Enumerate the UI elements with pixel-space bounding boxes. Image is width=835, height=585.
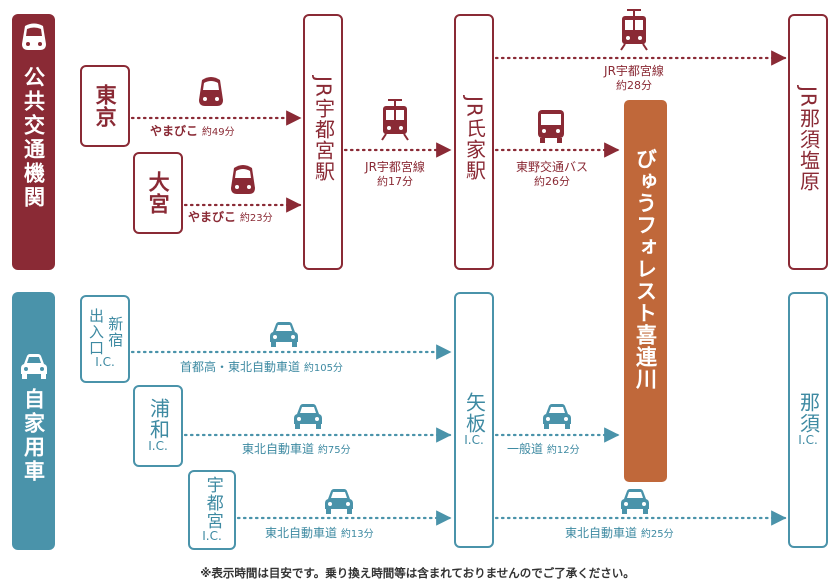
- car-icon: [294, 404, 322, 429]
- car-icon: [270, 322, 298, 347]
- station-omiya-label: 大宮: [146, 171, 171, 215]
- route-time: 約49分: [201, 127, 235, 138]
- route-label-shinjuku: 首都高・東北自動車道 約105分: [180, 360, 343, 376]
- shinkansen-icon: [21, 23, 46, 50]
- station-jr-utsunomiya: JR宇都宮駅: [303, 14, 343, 270]
- route-time: 約75分: [317, 445, 351, 456]
- ic-utsunomiya-label: 宇都宮: [202, 476, 223, 531]
- footnote: ※表示時間は目安です。乗り換え時間等は含まれておりませんのでご了承ください。: [200, 566, 635, 580]
- station-tokyo: 東京: [80, 65, 130, 147]
- station-jr-ujiie-label: JR氏家駅: [462, 96, 487, 181]
- ic-yaita-suffix: I.C.: [464, 433, 484, 448]
- ic-shinjuku: 新宿 出入口 I.C.: [80, 295, 130, 383]
- route-label-tokyo: やまびこ 約49分: [150, 124, 235, 140]
- route-name: やまびこ: [150, 124, 199, 138]
- car-icon: [543, 404, 571, 429]
- station-jr-nasushiobara-label: JR那須塩原: [796, 86, 821, 192]
- route-label-bus: 東野交通バス 約26分: [502, 160, 602, 189]
- shinkansen-icon: [199, 77, 223, 106]
- destination-bar: びゅうフォレスト喜連川: [624, 100, 667, 482]
- route-time: 約105分: [303, 363, 343, 374]
- ic-nasu-label: 那須: [796, 392, 821, 435]
- ic-urawa-label: 浦和: [146, 398, 171, 441]
- route-label-yaita: 一般道 約12分: [507, 442, 580, 458]
- category-public-label: 公共交通機関: [21, 66, 46, 210]
- station-jr-utsunomiya-label: JR宇都宮駅: [311, 76, 336, 182]
- station-omiya: 大宮: [133, 152, 183, 234]
- route-label-nasu: 東北自動車道 約25分: [565, 526, 674, 542]
- bus-icon: [538, 110, 564, 143]
- station-jr-ujiie: JR氏家駅: [454, 14, 494, 270]
- route-label-utsunomiya: JR宇都宮線 約17分: [350, 160, 440, 189]
- category-private-car: 自家用車: [12, 292, 55, 550]
- ic-yaita: 矢板 I.C.: [454, 292, 494, 548]
- ic-urawa: 浦和 I.C.: [133, 385, 183, 467]
- ic-yaita-label: 矢板: [462, 392, 487, 435]
- station-jr-nasushiobara: JR那須塩原: [788, 14, 828, 270]
- route-time: 約26分: [534, 175, 570, 188]
- route-name: 東野交通バス: [515, 160, 588, 174]
- route-name: 一般道: [507, 442, 544, 456]
- route-label-nasushiobara: JR宇都宮線 約28分: [584, 64, 684, 93]
- route-name: やまびこ: [188, 210, 237, 224]
- route-name: JR宇都宮線: [604, 64, 664, 78]
- route-time: 約13分: [340, 529, 374, 540]
- route-time: 約25分: [640, 529, 674, 540]
- category-public-transport: 公共交通機関: [12, 14, 55, 270]
- destination-label: びゅうフォレスト喜連川: [633, 148, 658, 390]
- route-time: 約17分: [377, 175, 413, 188]
- car-icon: [20, 354, 47, 379]
- route-time: 約23分: [239, 213, 273, 224]
- ic-shinjuku-suffix: I.C.: [95, 355, 115, 370]
- car-icon: [621, 489, 649, 514]
- ic-urawa-suffix: I.C.: [148, 439, 168, 454]
- route-name: JR宇都宮線: [365, 160, 425, 174]
- train-icon: [620, 9, 648, 51]
- shinkansen-icon: [231, 165, 255, 194]
- car-icon: [325, 489, 353, 514]
- category-car-label: 自家用車: [21, 388, 46, 484]
- ic-nasu: 那須 I.C.: [788, 292, 828, 548]
- ic-shinjuku-line1: 新宿: [106, 316, 125, 349]
- route-label-urawa: 東北自動車道 約75分: [242, 442, 351, 458]
- route-label-utsunomiya-ic: 東北自動車道 約13分: [265, 526, 374, 542]
- ic-nasu-suffix: I.C.: [798, 433, 818, 448]
- train-icon: [381, 99, 409, 141]
- route-time: 約12分: [546, 445, 580, 456]
- station-tokyo-label: 東京: [93, 84, 118, 128]
- route-name: 東北自動車道: [565, 526, 638, 540]
- ic-shinjuku-line2: 出入口: [87, 308, 105, 357]
- route-time: 約28分: [616, 79, 652, 92]
- route-name: 東北自動車道: [265, 526, 338, 540]
- route-label-omiya: やまびこ 約23分: [188, 210, 273, 226]
- ic-utsunomiya-suffix: I.C.: [202, 529, 222, 544]
- route-name: 首都高・東北自動車道: [180, 360, 301, 374]
- ic-utsunomiya: 宇都宮 I.C.: [188, 470, 236, 550]
- route-name: 東北自動車道: [242, 442, 315, 456]
